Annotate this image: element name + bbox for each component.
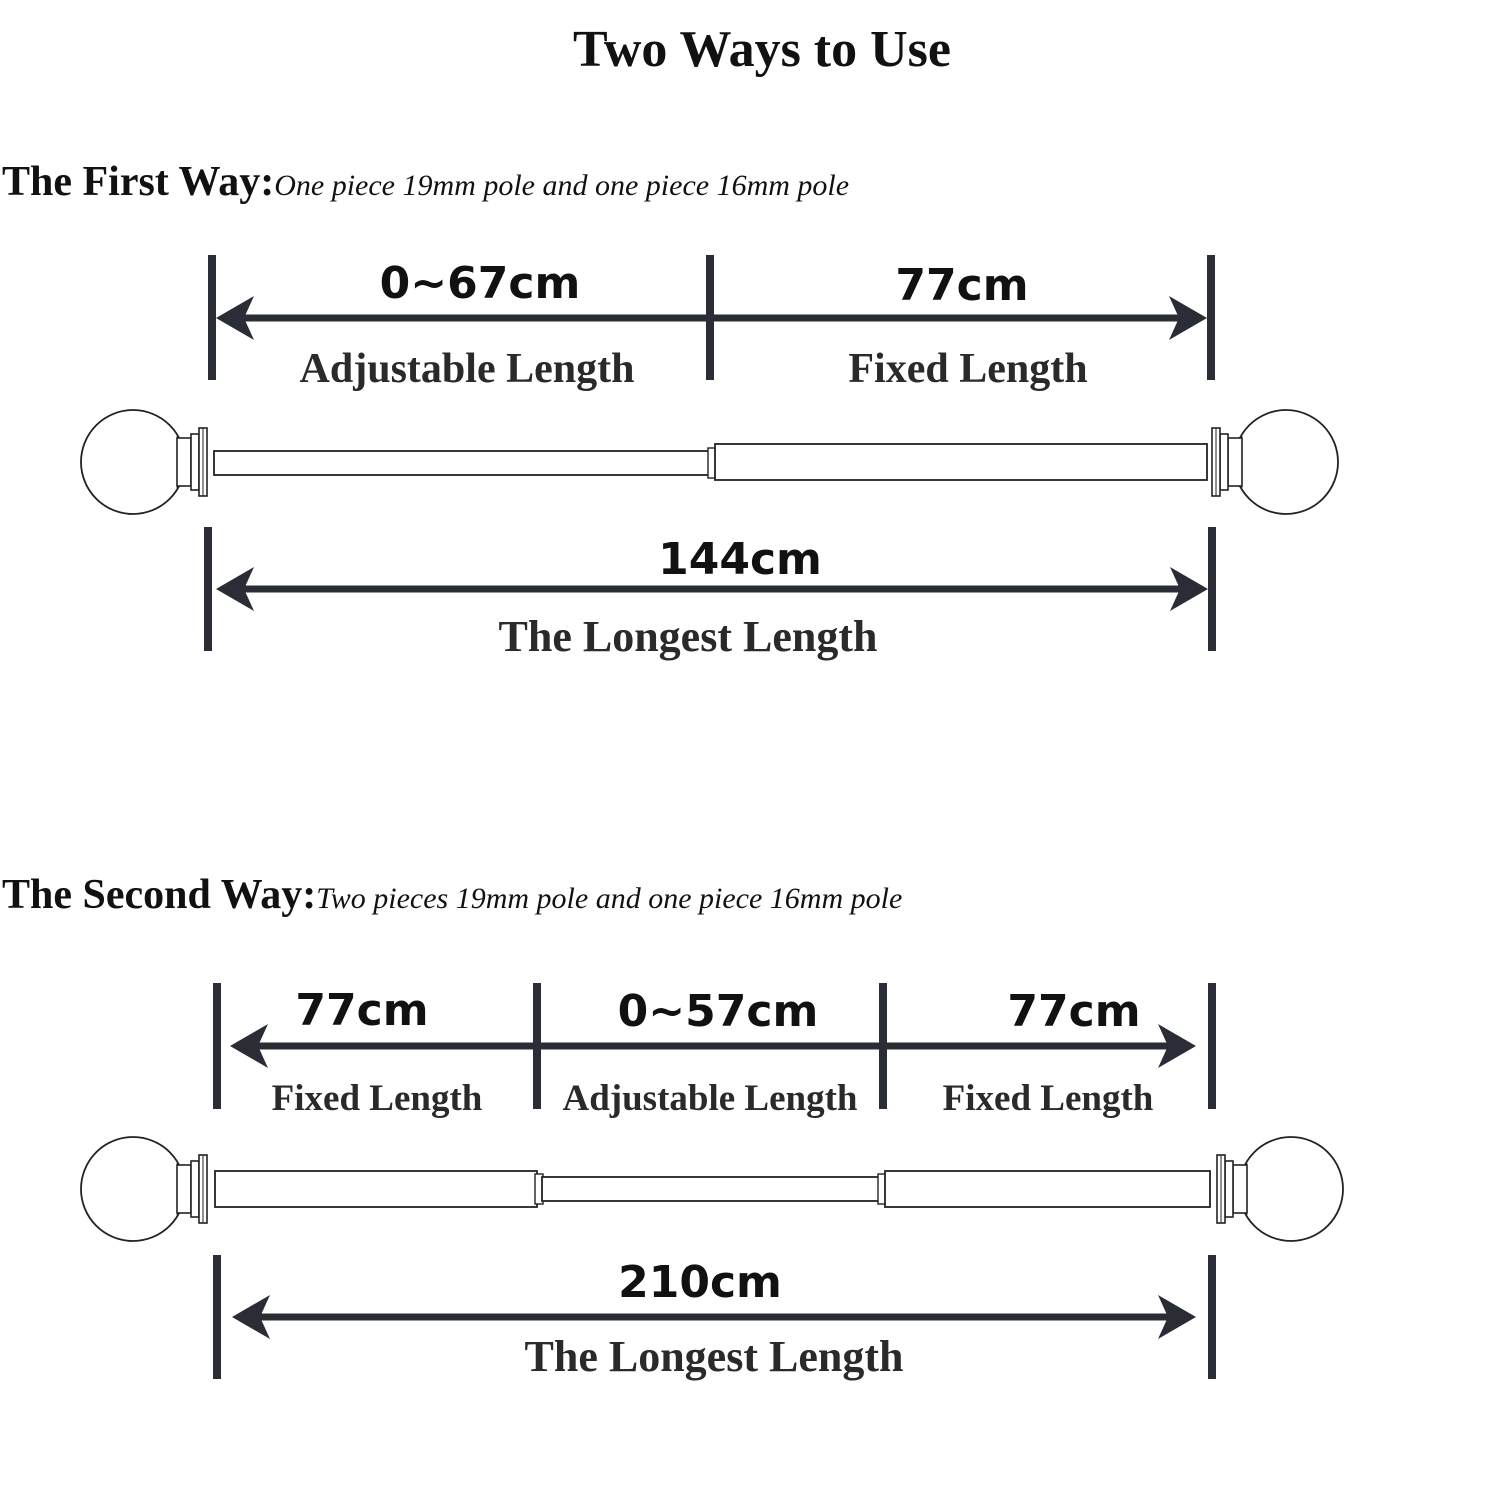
dimension-tick <box>1208 527 1216 651</box>
first-way-rod-illustration <box>80 409 1339 515</box>
arrow-head-icon <box>1170 567 1208 611</box>
dimension-tick <box>1207 255 1215 380</box>
second-way-section: The Second Way:Two pieces 19mm pole and … <box>2 872 1344 1381</box>
arrow-head-icon <box>230 1024 268 1068</box>
ball-finial-icon <box>1216 1136 1344 1242</box>
fixed-pole <box>884 1170 1211 1208</box>
first-way-total-label: The Longest Length <box>499 612 878 661</box>
first-way-section: The First Way:One piece 19mm pole and on… <box>2 159 1339 661</box>
first-way-heading: The First Way: <box>2 159 274 205</box>
second-way-segment-2-label: Adjustable Length <box>562 1078 857 1119</box>
first-way-total-measure: 144cm <box>658 534 822 585</box>
second-way-segment-3-label: Fixed Length <box>943 1078 1154 1119</box>
second-way-total-measure: 210cm <box>618 1257 782 1308</box>
dimension-tick <box>213 1255 221 1379</box>
ball-finial-icon <box>80 409 208 515</box>
second-way-segment-dimensions <box>213 983 1216 1109</box>
second-way-total-label: The Longest Length <box>525 1332 904 1381</box>
dimension-tick <box>204 527 212 651</box>
dimension-tick <box>1208 1255 1216 1379</box>
page-title: Two Ways to Use <box>573 21 951 78</box>
arrow-head-icon <box>216 567 254 611</box>
second-way-segment-1-label: Fixed Length <box>272 1078 483 1119</box>
first-way-segment-2-label: Fixed Length <box>848 346 1087 392</box>
ball-finial-icon <box>80 1136 208 1242</box>
dimension-tick <box>1208 983 1216 1109</box>
arrow-head-icon <box>1158 1295 1196 1339</box>
first-way-segment-1-label: Adjustable Length <box>300 346 635 392</box>
first-way-segment-1-measure: 0~67cm <box>380 258 581 309</box>
dimension-tick <box>208 255 216 380</box>
first-way-segment-dimensions <box>208 255 1215 380</box>
first-way-total-dimension <box>204 527 1216 651</box>
first-way-segment-2-measure: 77cm <box>895 260 1028 311</box>
fixed-pole <box>714 443 1208 481</box>
second-way-heading-line: The Second Way:Two pieces 19mm pole and … <box>2 872 902 918</box>
arrow-head-icon <box>1158 1024 1196 1068</box>
second-way-segment-2-measure: 0~57cm <box>618 986 819 1037</box>
second-way-segment-1-measure: 77cm <box>295 985 428 1036</box>
second-way-total-dimension <box>213 1255 1216 1379</box>
second-way-heading: The Second Way: <box>2 872 316 918</box>
first-way-description: One piece 19mm pole and one piece 16mm p… <box>274 169 849 202</box>
second-way-segment-3-measure: 77cm <box>1007 986 1140 1037</box>
first-way-heading-line: The First Way:One piece 19mm pole and on… <box>2 159 849 205</box>
arrow-head-icon <box>216 296 254 340</box>
arrow-head-icon <box>232 1295 270 1339</box>
second-way-rod-illustration <box>80 1136 1344 1242</box>
ball-finial-icon <box>1211 409 1339 515</box>
fixed-pole <box>214 1170 538 1208</box>
dimension-tick <box>213 983 221 1109</box>
second-way-description: Two pieces 19mm pole and one piece 16mm … <box>316 882 902 915</box>
adjustable-pole <box>541 1176 881 1202</box>
adjustable-pole <box>213 450 711 476</box>
arrow-head-icon <box>1169 296 1207 340</box>
